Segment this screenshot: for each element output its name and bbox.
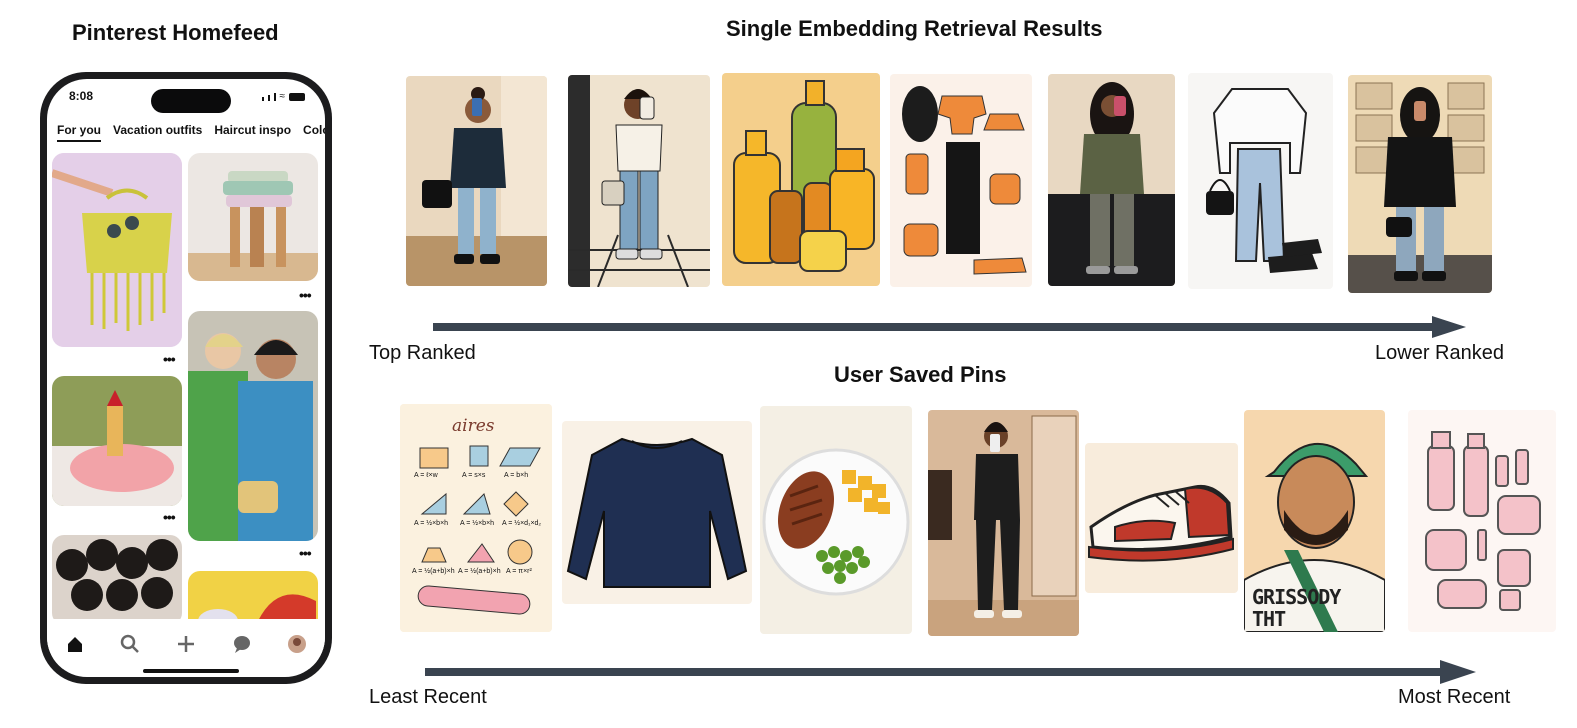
two-women-laughing-image (188, 311, 318, 541)
axis-end-label: Most Recent (1398, 686, 1511, 708)
home-indicator (143, 669, 239, 673)
saved-pin-6[interactable]: GRISSODY THT (1244, 410, 1385, 632)
status-icons: ≈ (261, 91, 305, 102)
phone-mockup: 8:08 ≈ For you Vacation outfits Haircut … (40, 72, 332, 684)
pin-menu-icon[interactable]: ••• (299, 545, 312, 561)
retrieved-pin-4[interactable] (890, 74, 1032, 287)
formula-rhombus: A = ½×d₁×d₂ (502, 520, 542, 527)
wifi-icon: ≈ (279, 91, 286, 102)
skincare-bottles (722, 73, 880, 286)
saved-pin-5[interactable] (1085, 443, 1238, 593)
feed-tabs: For you Vacation outfits Haircut inspo C… (57, 123, 325, 142)
braided-hair-image (52, 535, 182, 625)
pin-stool[interactable] (188, 153, 318, 281)
red-white-sneaker-image (1085, 443, 1238, 593)
tab-for-you[interactable]: For you (57, 123, 101, 142)
math-sheet-heading: aires (452, 416, 495, 436)
formula-rect: A = ℓ×w (414, 472, 438, 479)
retrieved-pin-3[interactable] (722, 73, 880, 286)
search-icon[interactable] (120, 634, 140, 654)
home-icon[interactable] (65, 634, 85, 654)
recency-axis-arrow (425, 660, 1476, 684)
battery-icon (289, 93, 305, 101)
profile-avatar[interactable] (287, 634, 307, 654)
tab-vacation-outfits[interactable]: Vacation outfits (113, 123, 203, 137)
retrieved-pin-2[interactable] (568, 75, 710, 287)
yellow-fringe-bag-image (52, 153, 182, 347)
axis-end-label: Lower Ranked (1375, 342, 1504, 364)
dynamic-island (151, 89, 231, 113)
woman-selfie-black-hoodie (1348, 75, 1492, 293)
pin-yellow-bag[interactable] (52, 153, 182, 347)
axis-start-label: Least Recent (369, 686, 487, 708)
retrieved-pin-7[interactable] (1348, 75, 1492, 293)
formula-triangle: A = ½×b×h (460, 520, 495, 527)
formula-trapezoid: A = ½(a+b)×h (412, 568, 455, 575)
axis-start-label: Top Ranked (369, 342, 476, 364)
plus-icon[interactable] (176, 634, 196, 654)
pin-menu-icon[interactable]: ••• (163, 509, 176, 525)
woman-selfie-olive-jacket (1048, 74, 1175, 286)
woman-selfie-black-jumpsuit-image (928, 410, 1079, 636)
retrieved-pin-1[interactable] (406, 76, 547, 286)
formula-circle: A = π×r² (506, 568, 532, 575)
stool-blankets-image (188, 153, 318, 281)
saved-pin-3[interactable] (760, 406, 912, 634)
woman-selfie-white-tee (568, 75, 710, 287)
navy-sweatshirt-image (562, 421, 752, 604)
pin-lipstick[interactable] (52, 376, 182, 506)
retrieved-pin-6[interactable] (1188, 73, 1333, 289)
status-time: 8:08 (69, 89, 94, 103)
phone-screen: 8:08 ≈ For you Vacation outfits Haircut … (47, 79, 325, 677)
saved-pin-2[interactable] (562, 421, 752, 604)
rank-axis-arrow (433, 316, 1466, 338)
steak-corn-peas-plate-image (760, 406, 912, 634)
pin-braids[interactable] (52, 535, 182, 625)
lipstick-plate-image (52, 376, 182, 506)
man-green-cap-image (1244, 410, 1385, 632)
formula-triangle-right: A = ½×b×h (414, 520, 449, 527)
saved-pin-4[interactable] (928, 410, 1079, 636)
outfit-flatlay-shirt-jeans (1188, 73, 1333, 289)
pin-menu-icon[interactable]: ••• (163, 351, 176, 367)
left-panel-title: Pinterest Homefeed (72, 20, 279, 45)
pin-friends[interactable] (188, 311, 318, 541)
saved-pin-1[interactable]: aires A = ℓ×w A = s×s A = b×h A = ½×b×h … (400, 404, 552, 632)
top-panel-title: Single Embedding Retrieval Results (726, 16, 1103, 41)
orange-outfit-flatlay (890, 74, 1032, 287)
woman-selfie-navy-cardigan (406, 76, 547, 286)
formula-square: A = s×s (462, 472, 486, 479)
pink-skincare-jars-image (1408, 410, 1556, 632)
bottom-panel-title: User Saved Pins (834, 362, 1007, 387)
retrieved-pin-5[interactable] (1048, 74, 1175, 286)
formula-parallelogram: A = b×h (504, 472, 529, 479)
saved-pin-7[interactable] (1408, 410, 1556, 632)
pin-menu-icon[interactable]: ••• (299, 287, 312, 303)
formula-trapezoid-2: A = ½(a+b)×h (458, 568, 501, 575)
bottom-nav (47, 619, 325, 669)
chat-icon[interactable] (232, 634, 252, 654)
tab-colo[interactable]: Colo (303, 123, 325, 137)
tab-haircut-inspo[interactable]: Haircut inspo (214, 123, 292, 137)
math-formula-sheet-image (400, 404, 552, 632)
shirt-text: GRISSODY THT (1252, 585, 1341, 631)
